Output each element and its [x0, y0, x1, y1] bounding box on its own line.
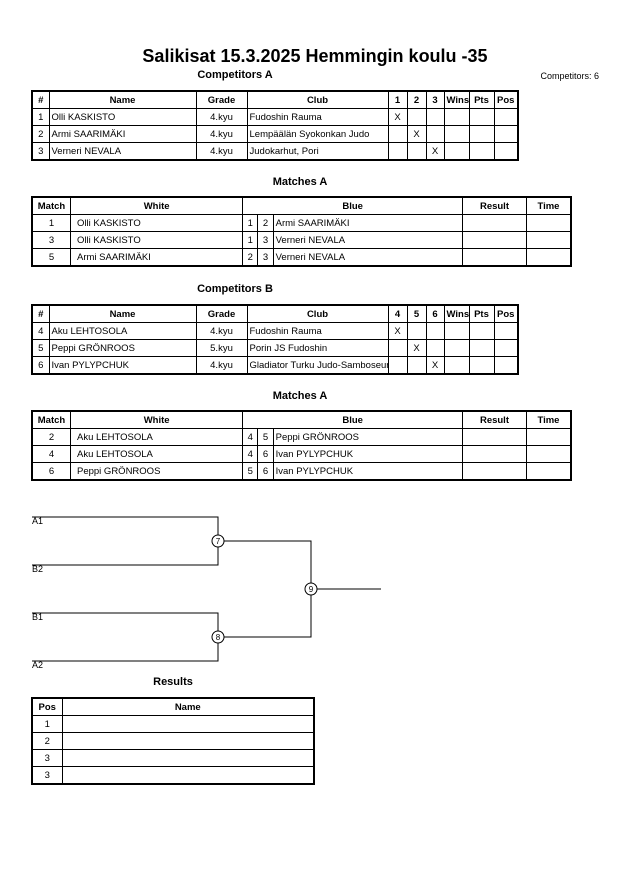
blue-number: 6 — [257, 445, 274, 463]
bracket-line-upper — [32, 516, 219, 566]
table-header-row: # Name Grade Club 4 5 6 Wins Pts Pos — [31, 304, 519, 323]
position-cell — [493, 142, 519, 161]
table-header-row: Pos Name — [31, 697, 315, 716]
bracket-node-8 — [211, 630, 225, 644]
competitor-name: Verneri NEVALA — [48, 142, 197, 161]
competitor-number: 2 — [31, 125, 50, 143]
competitors-count: Competitors: 6 — [540, 71, 599, 81]
blue-number: 3 — [257, 231, 274, 249]
bracket-slot-label: A1 — [32, 516, 43, 526]
result-cell — [462, 445, 527, 463]
result-position: 3 — [31, 766, 63, 785]
result-cell — [462, 248, 527, 267]
match-cell: X — [406, 339, 427, 357]
result-position: 3 — [31, 749, 63, 767]
bracket-line-semifinal — [218, 540, 312, 638]
table-row: 2 — [31, 732, 315, 750]
result-cell — [462, 231, 527, 249]
bracket-node-9 — [304, 582, 318, 596]
blue-competitor: Verneri NEVALA — [272, 248, 464, 267]
result-position: 2 — [31, 732, 63, 750]
table-row: 3 — [31, 766, 315, 785]
result-name — [61, 766, 315, 785]
time-cell — [525, 248, 572, 267]
bracket-slot-label: A2 — [32, 660, 43, 670]
blue-number: 6 — [257, 462, 274, 481]
matches-a-heading: Matches A — [272, 176, 328, 188]
result-name — [61, 715, 315, 733]
bracket-node-label: 7 — [216, 537, 221, 546]
column-header: Name — [61, 697, 315, 716]
position-cell — [493, 125, 519, 143]
page-title: Salikisat 15.3.2025 Hemmingin koulu -35 — [142, 46, 488, 66]
position-cell — [493, 339, 519, 357]
result-position: 1 — [31, 715, 63, 733]
position-cell — [493, 356, 519, 375]
blue-competitor: Ivan PYLYPCHUK — [272, 462, 464, 481]
blue-number: 3 — [257, 248, 274, 267]
time-cell — [525, 462, 572, 481]
bracket-node-label: 9 — [309, 585, 314, 594]
table-header-row: Match White Blue Result Time — [31, 196, 572, 215]
blue-competitor: Ivan PYLYPCHUK — [272, 445, 464, 463]
competitors-b-heading: Competitors B — [197, 283, 273, 295]
result-name — [61, 732, 315, 750]
competitor-number: 6 — [31, 356, 50, 375]
bracket-node-label: 8 — [216, 633, 221, 642]
blue-competitor: Verneri NEVALA — [272, 231, 464, 249]
table-row: 3 — [31, 749, 315, 767]
competitor-club: Gladiator Turku Judo-Samboseura — [246, 356, 389, 375]
table-row: 1 — [31, 715, 315, 733]
competitors-a-heading: Competitors A — [197, 69, 273, 81]
bracket-node-7 — [211, 534, 225, 548]
result-cell — [462, 462, 527, 481]
column-header: Pos — [31, 697, 63, 716]
white-competitor: Olli KASKISTO — [69, 231, 244, 249]
white-number: 1 — [242, 231, 259, 249]
bracket-line-lower — [32, 612, 219, 662]
table-header-row: Match White Blue Result Time — [31, 410, 572, 429]
time-cell — [525, 231, 572, 249]
white-number: 5 — [242, 462, 259, 481]
bracket-slot-label: B2 — [32, 564, 43, 574]
result-name — [61, 749, 315, 767]
results-heading: Results — [153, 676, 193, 688]
bracket-slot-label: B1 — [32, 612, 43, 622]
matches-b-heading: Matches A — [272, 390, 328, 402]
time-cell — [525, 445, 572, 463]
white-competitor: Peppi GRÖNROOS — [69, 462, 244, 481]
competitor-club: Lempäälän Syokonkan Judo — [246, 125, 389, 143]
competitor-name: Armi SAARIMÄKI — [48, 125, 197, 143]
